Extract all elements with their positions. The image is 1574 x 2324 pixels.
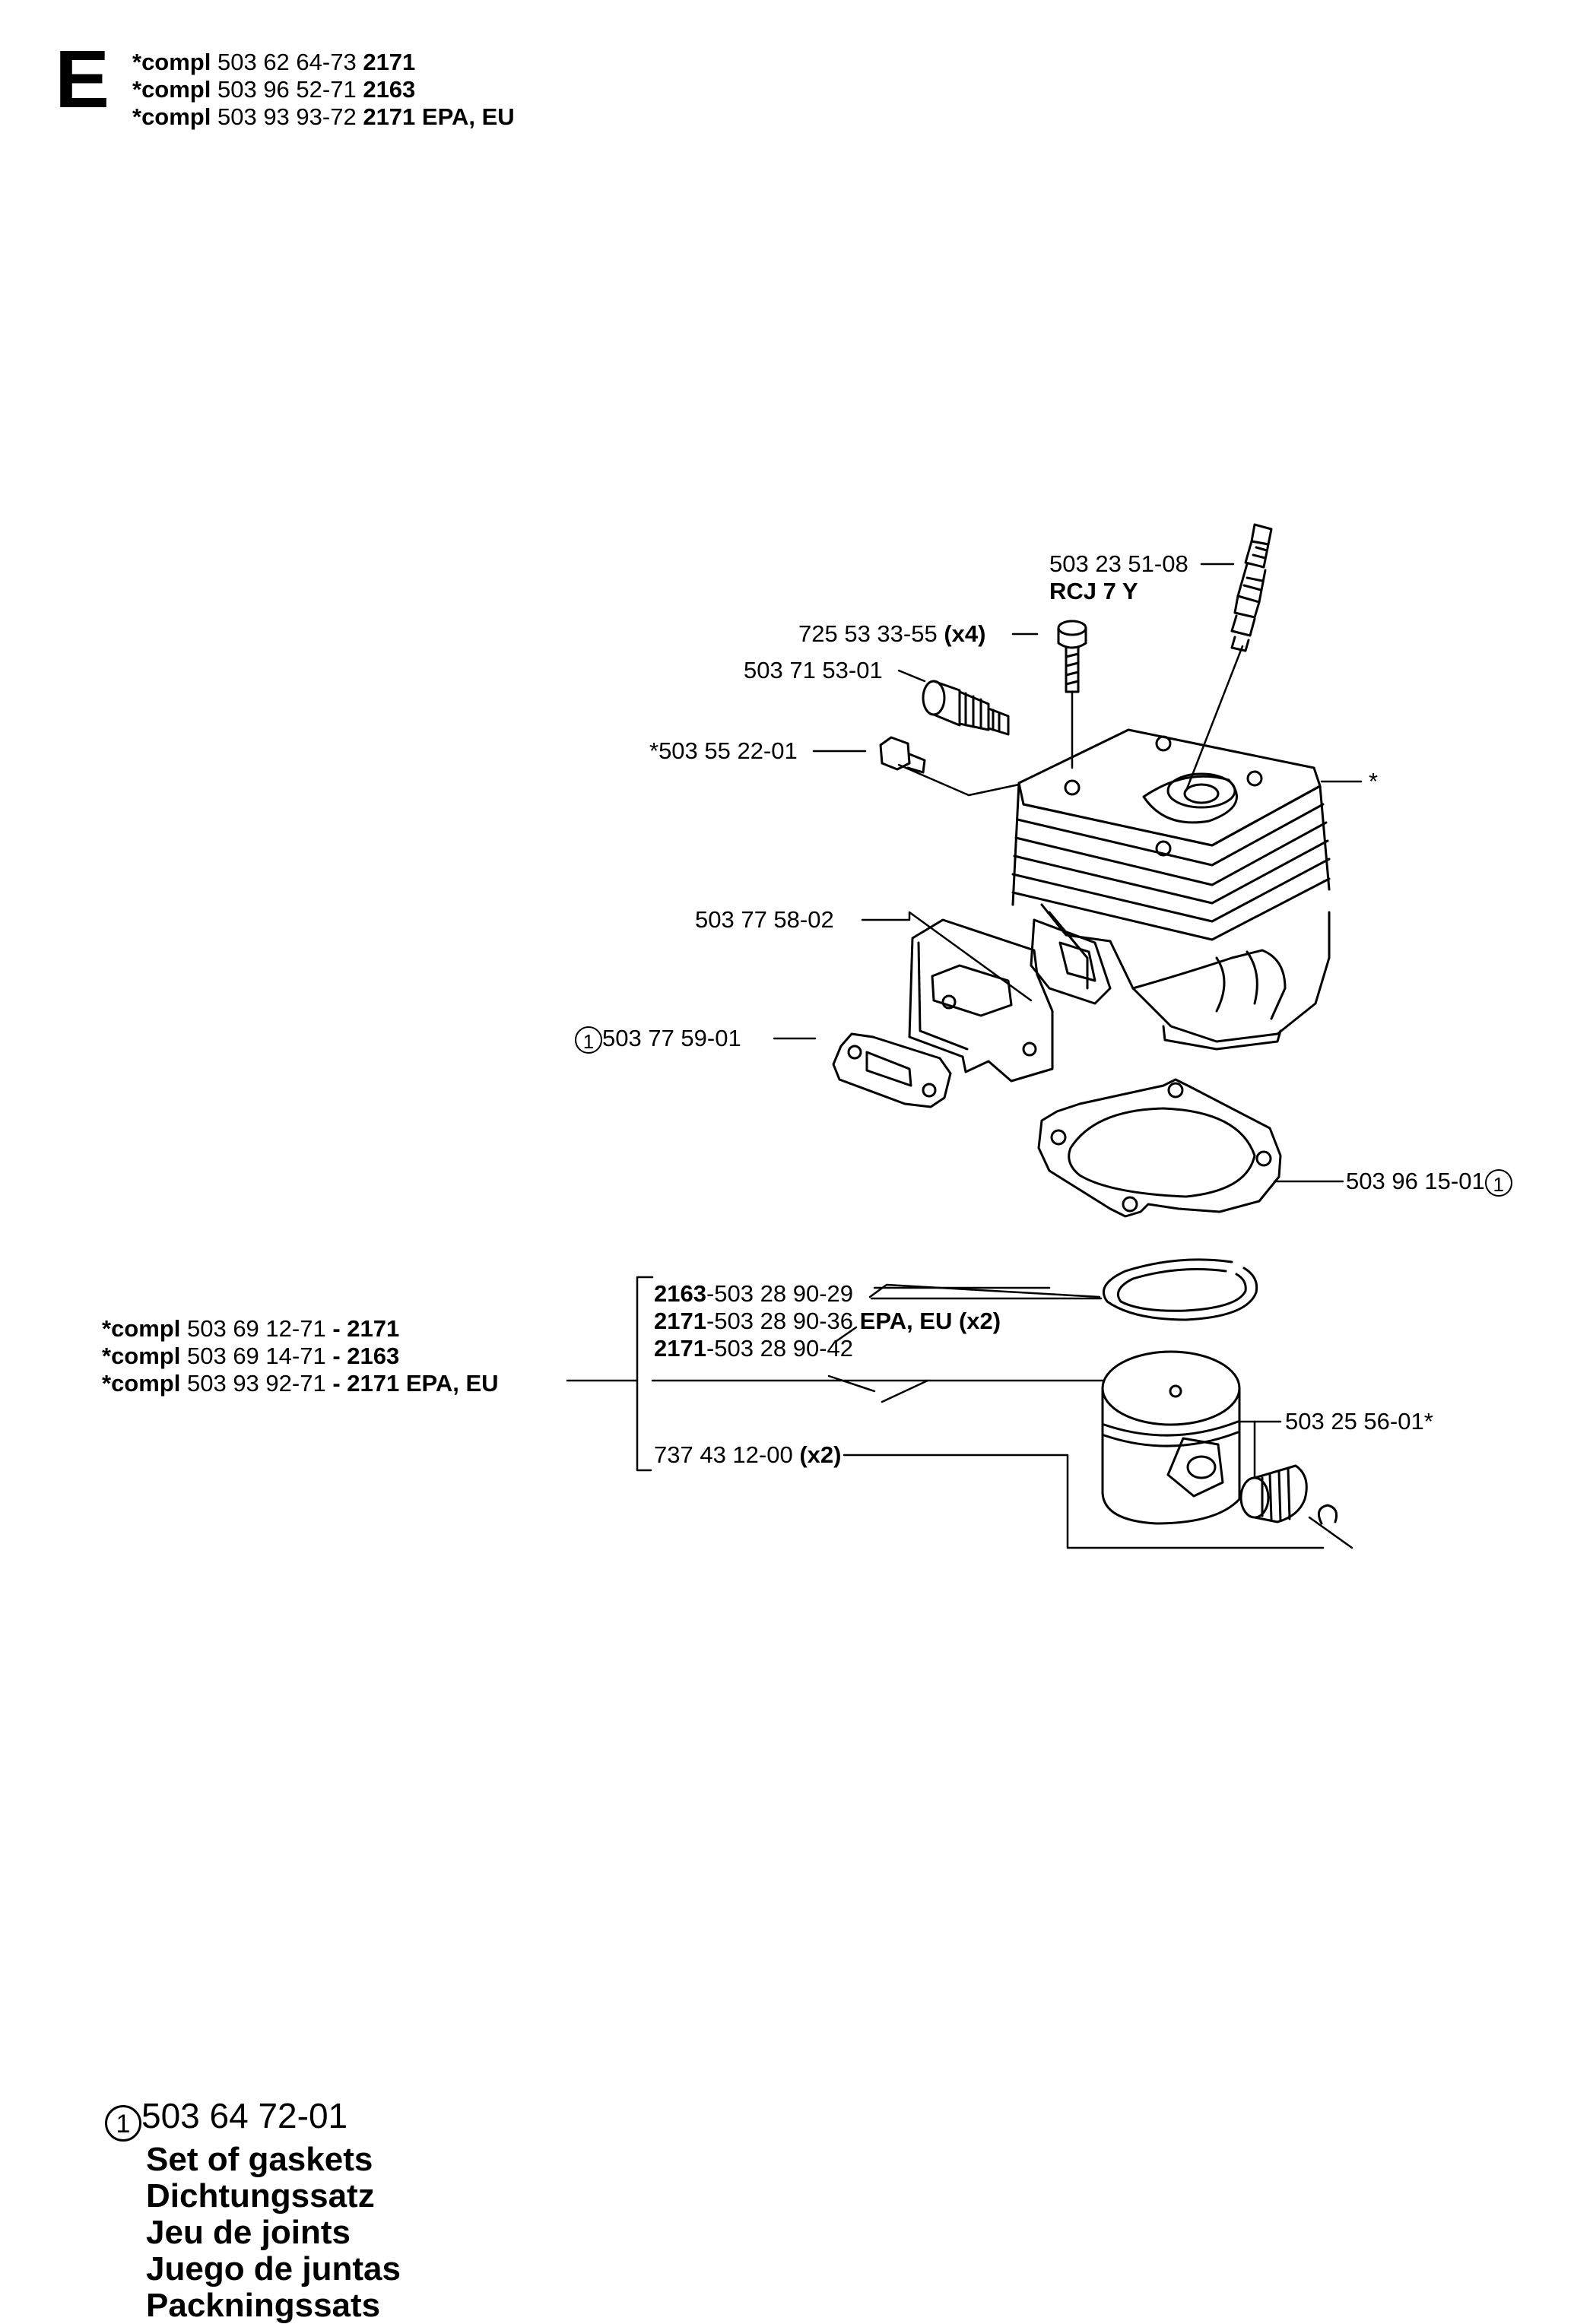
plug-label[interactable]: *503 55 22-01 (649, 737, 798, 764)
gasket-set-name: Dichtungssatz (146, 2177, 375, 2215)
piston-ring-item[interactable]: 2171-503 28 90-42 (654, 1335, 854, 1362)
plug-drawing (879, 736, 926, 774)
spark-plug-label[interactable]: 503 23 51-08 RCJ 7 Y (1049, 550, 1188, 604)
piston-kit-item[interactable]: *compl 503 69 14-71 - 2163 (102, 1343, 400, 1369)
piston-drawing (1101, 1350, 1241, 1525)
gasket-set-name: Packningssats (146, 2287, 381, 2324)
kit-marker-icon: 1 (1484, 1169, 1512, 1197)
gasket-set-name: Set of gaskets (146, 2141, 373, 2178)
piston-ring-item[interactable]: 2163-503 28 90-29 (654, 1280, 854, 1307)
piston-kit-item[interactable]: *compl 503 69 12-71 - 2171 (102, 1315, 400, 1342)
piston-ring-item[interactable]: 2171-503 28 90-36 EPA, EU (x2) (654, 1308, 1001, 1334)
piston-bracket-lines (566, 1276, 1325, 1549)
plate-drawing (908, 918, 1054, 1083)
gasket-set-name: Jeu de joints (146, 2214, 351, 2251)
needle-bearing-drawing (1239, 1464, 1308, 1523)
screw-label[interactable]: 725 53 33-55 (x4) (798, 620, 986, 647)
screw-drawing (1057, 620, 1087, 769)
piston-kit-labels: *compl 503 69 12-71 - 2171 *compl 503 69… (102, 1315, 499, 1397)
circlip-label[interactable]: 737 43 12-00 (x2) (654, 1441, 842, 1468)
intake-gasket-drawing (832, 1032, 952, 1108)
cylinder-drawing (1011, 728, 1331, 1051)
plate-label[interactable]: 503 77 58-02 (695, 906, 834, 933)
spark-plug-drawing (1230, 523, 1273, 652)
header-line: *compl 503 96 52-71 2163 (132, 76, 416, 103)
valve-label[interactable]: 503 71 53-01 (744, 657, 883, 683)
piston-ring-drawing (1103, 1258, 1258, 1321)
kit-marker-icon: 1 (105, 2105, 141, 2142)
piston-ring-labels: 2163-503 28 90-29 2171-503 28 90-36 EPA,… (654, 1280, 1001, 1362)
gasket-set-name: Juego de juntas (146, 2250, 401, 2288)
piston-kit-item[interactable]: *compl 503 93 92-71 - 2171 EPA, EU (102, 1370, 499, 1397)
cylinder-label[interactable]: * (1369, 768, 1379, 794)
cylinder-gasket-drawing (1037, 1078, 1282, 1218)
needle-bearing-label[interactable]: 503 25 56-01* (1285, 1408, 1433, 1435)
section-letter: E (55, 33, 110, 125)
circlip-drawing (1308, 1504, 1353, 1549)
header-line: *compl 503 93 93-72 2171 EPA, EU (132, 103, 515, 130)
leader-lines (773, 563, 1363, 1403)
kit-marker-icon: 1 (575, 1026, 602, 1054)
assembly-header: *compl 503 62 64-73 2171 *compl 503 96 5… (132, 49, 515, 131)
header-line: *compl 503 62 64-73 2171 (132, 49, 416, 75)
valve-drawing (922, 680, 1010, 736)
